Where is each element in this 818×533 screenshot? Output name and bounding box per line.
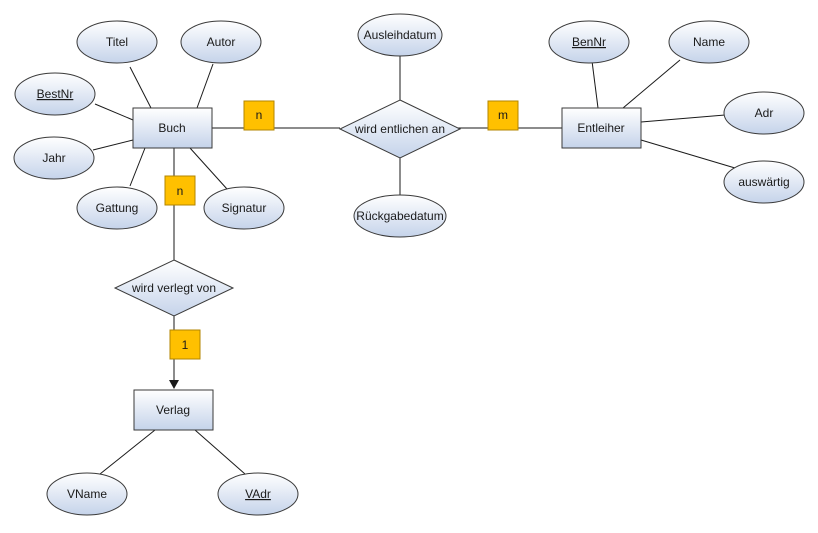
- edge-buch-autor: [196, 63, 214, 109]
- entities: Buch Entleiher Verlag: [132, 107, 642, 431]
- attribute-vadr: VAdr: [217, 472, 299, 516]
- cardinality-label: m: [498, 108, 508, 122]
- cardinality-box: [243, 100, 275, 131]
- relationship-wird-verlegt-von: wird verlegt von: [113, 259, 235, 317]
- cardinality-box: [164, 175, 196, 206]
- attribute-autor: Autor: [180, 20, 262, 64]
- attribute-name: Name: [668, 20, 750, 64]
- attribute-adr: Adr: [723, 91, 805, 135]
- primary-key-label: VAdr: [245, 487, 271, 501]
- node-shape: [203, 186, 285, 230]
- node-shape: [14, 72, 96, 116]
- node-shape: [723, 160, 805, 204]
- entity-verlag: Verlag: [133, 389, 214, 431]
- attribute-titel: Titel: [76, 20, 158, 64]
- node-shape: [357, 13, 443, 57]
- edge-buch-titel: [129, 66, 152, 109]
- edge-verlag-vadr: [194, 429, 246, 475]
- svg-text:Name: Name: [693, 35, 725, 49]
- node-shape: [132, 107, 213, 149]
- cardinality-box: [487, 100, 519, 131]
- svg-text:auswärtig: auswärtig: [738, 175, 789, 189]
- relationship-wird-entliehen-an: wird entlichen an: [338, 99, 462, 159]
- node-shape: [353, 194, 447, 238]
- cardinalities: n m n 1: [164, 100, 519, 360]
- cardinality-label: 1: [182, 338, 189, 352]
- cardinality-verlegt-verlag: 1: [169, 329, 201, 360]
- attribute-bennr: BenNr: [548, 20, 630, 64]
- node-shape: [46, 472, 128, 516]
- attribute-auswaertig: auswärtig: [723, 160, 805, 204]
- node-shape: [76, 186, 158, 230]
- node-shape: [668, 20, 750, 64]
- node-shape: [113, 259, 235, 317]
- entity-buch: Buch: [132, 107, 213, 149]
- attribute-signatur: Signatur: [203, 186, 285, 230]
- primary-key-label: BestNr: [37, 87, 74, 101]
- svg-text:VName: VName: [67, 487, 107, 501]
- svg-text:wird verlegt von: wird verlegt von: [131, 281, 216, 295]
- attribute-rueckgabedatum: Rückgabedatum: [353, 194, 447, 238]
- svg-text:Jahr: Jahr: [42, 151, 65, 165]
- edge-entleiher-name: [622, 59, 681, 109]
- cardinality-buch-entliehen: n: [243, 100, 275, 131]
- attribute-vname: VName: [46, 472, 128, 516]
- cardinality-entliehen-entleiher: m: [487, 100, 519, 131]
- cardinality-label: n: [256, 108, 263, 122]
- cardinality-buch-verlegt: n: [164, 175, 196, 206]
- attribute-bestnr: BestNr: [14, 72, 96, 116]
- svg-text:Gattung: Gattung: [96, 201, 139, 215]
- edge-buch-signatur: [189, 147, 228, 190]
- node-shape: [13, 136, 95, 180]
- edge-entleiher-bennr: [591, 60, 599, 109]
- edge-buch-jahr: [92, 139, 134, 151]
- node-shape: [723, 91, 805, 135]
- svg-text:Adr: Adr: [755, 106, 774, 120]
- node-shape: [338, 99, 462, 159]
- node-shape: [561, 107, 642, 149]
- edge-buch-gattung: [129, 147, 146, 187]
- node-shape: [180, 20, 262, 64]
- svg-text:Entleiher: Entleiher: [577, 121, 624, 135]
- attribute-ausleihdatum: Ausleihdatum: [357, 13, 443, 57]
- node-shape: [217, 472, 299, 516]
- svg-text:wird entlichen an: wird entlichen an: [354, 122, 445, 136]
- svg-text:Signatur: Signatur: [222, 201, 267, 215]
- svg-text:Titel: Titel: [106, 35, 128, 49]
- cardinality-label: n: [177, 184, 184, 198]
- attribute-jahr: Jahr: [13, 136, 95, 180]
- edge-entleiher-adr: [640, 114, 726, 123]
- entity-entleiher: Entleiher: [561, 107, 642, 149]
- node-shape: [548, 20, 630, 64]
- svg-text:Verlag: Verlag: [156, 403, 190, 417]
- attribute-gattung: Gattung: [76, 186, 158, 230]
- svg-text:Rückgabedatum: Rückgabedatum: [356, 209, 443, 223]
- cardinality-box: [169, 329, 201, 360]
- svg-text:Buch: Buch: [158, 121, 185, 135]
- edge-buch-bestnr: [94, 103, 134, 121]
- svg-text:Ausleihdatum: Ausleihdatum: [364, 28, 437, 42]
- node-shape: [133, 389, 214, 431]
- attributes: Titel Autor BestNr Jahr Gattung Signatur…: [13, 13, 805, 516]
- node-shape: [76, 20, 158, 64]
- svg-text:Autor: Autor: [207, 35, 236, 49]
- edge-verlag-vname: [99, 429, 156, 475]
- relationships: wird entlichen an wird verlegt von: [113, 99, 462, 317]
- edges: [92, 55, 736, 475]
- edge-entleiher-auswaertig: [640, 139, 736, 169]
- primary-key-label: BenNr: [572, 35, 606, 49]
